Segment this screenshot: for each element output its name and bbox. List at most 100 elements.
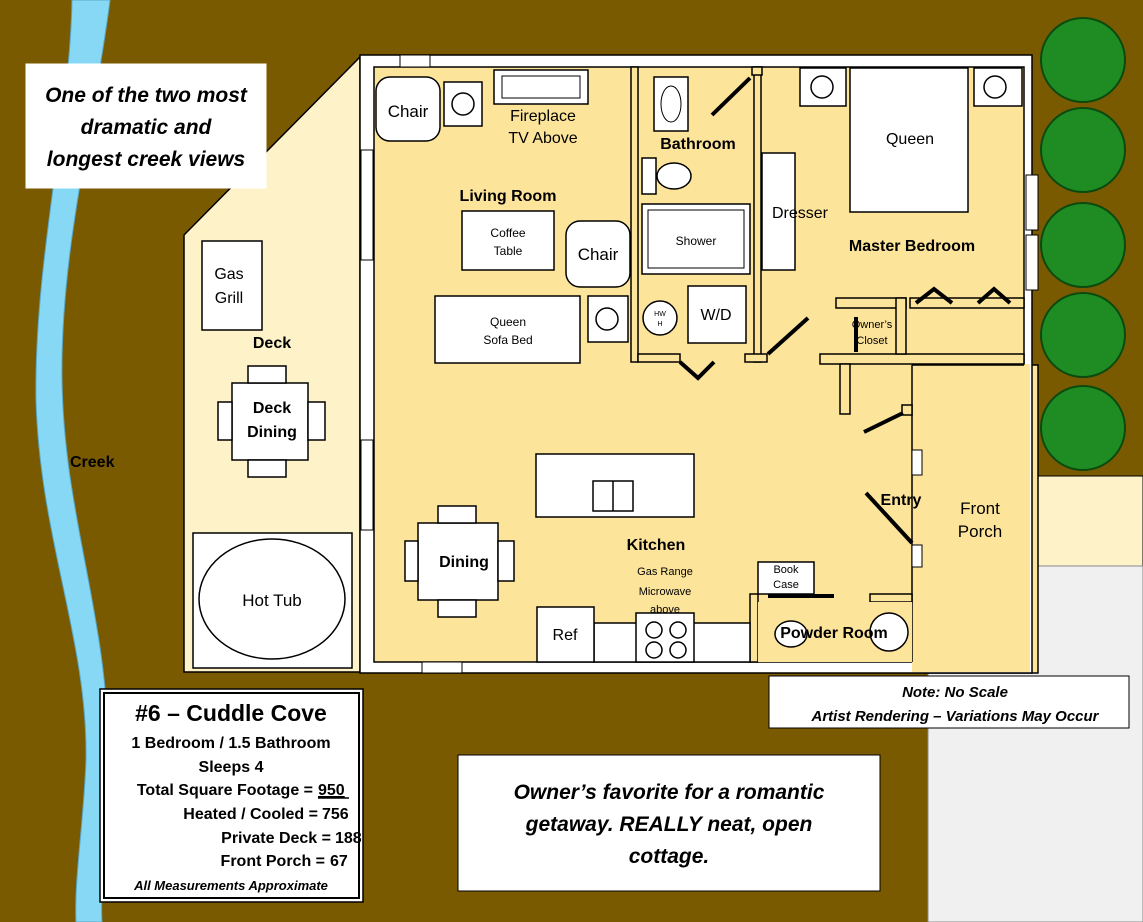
owner-favorite-text: cottage. — [629, 845, 710, 868]
lamp-icon — [595, 307, 619, 331]
wall — [839, 363, 851, 415]
gas-range-label: above — [650, 604, 680, 616]
deck-dining-label: Dining — [247, 424, 297, 441]
front-porch-label: Front — [960, 499, 1000, 518]
dining-chair — [497, 540, 515, 582]
note-text: Note: No Scale — [902, 684, 1008, 701]
owners-closet-label: Closet — [856, 335, 887, 347]
queen-bed-label: Queen — [886, 131, 934, 148]
bush — [1040, 107, 1126, 193]
creek — [35, 0, 111, 922]
wall — [753, 66, 762, 363]
burners — [645, 621, 687, 659]
living-room-label: Living Room — [460, 188, 557, 205]
wall — [819, 353, 1025, 365]
side-path — [1037, 475, 1143, 567]
dresser — [761, 152, 796, 271]
dining-label: Dining — [439, 554, 489, 571]
ref-label: Ref — [553, 627, 578, 644]
chair-label: Chair — [388, 102, 429, 121]
door-swing — [863, 411, 904, 434]
chair-living-2 — [565, 220, 631, 288]
gas-grill — [201, 240, 263, 331]
deck-dining-chair — [217, 401, 233, 441]
master-bedroom-label: Master Bedroom — [849, 238, 975, 255]
sofa-bed — [434, 295, 581, 364]
washer-dryer — [687, 285, 747, 344]
dining-chair — [437, 599, 477, 618]
lamp-icon — [810, 75, 834, 99]
hot-tub-label: Hot Tub — [242, 591, 302, 610]
shower-pan — [647, 209, 745, 269]
info-heated-value: 756 — [322, 806, 349, 823]
deck-dining-label: Deck — [253, 400, 291, 417]
wall — [751, 66, 763, 76]
info-porch-value: 67 — [330, 853, 348, 870]
window — [911, 449, 923, 476]
info-box — [103, 692, 360, 899]
info-porch-label: Front Porch = — [221, 853, 325, 870]
window — [360, 149, 374, 261]
door-swing — [710, 76, 752, 117]
water-heater-label: H — [657, 321, 662, 328]
info-sleeps: Sleeps 4 — [199, 759, 264, 776]
gas-range-label: Gas Range — [637, 566, 693, 578]
fireplace-label: TV Above — [508, 130, 577, 147]
creek-view-callout — [25, 63, 267, 189]
book-case — [757, 561, 815, 595]
sofa-bed-label: Queen — [490, 315, 526, 329]
deck-dining-chair — [247, 459, 287, 478]
tub-basin — [660, 85, 682, 123]
hot-tub — [198, 538, 346, 660]
deck-dining-set — [217, 365, 326, 478]
fireplace — [493, 69, 589, 105]
creek-view-text: One of the two most — [45, 84, 248, 107]
bush — [1040, 17, 1126, 103]
powder-room-label: Powder Room — [780, 625, 888, 642]
wall — [637, 353, 681, 363]
door-swing — [864, 491, 914, 545]
lamp-icon — [983, 75, 1007, 99]
wall — [901, 404, 913, 416]
entry-label: Entry — [881, 492, 922, 509]
book-case-label: Book — [773, 564, 799, 576]
interior-walls — [630, 66, 1025, 663]
bush — [1040, 292, 1126, 378]
gas-grill-label: Grill — [215, 290, 243, 307]
window — [399, 54, 431, 68]
info-heated-label: Heated / Cooled = — [183, 806, 318, 823]
dining-chair — [437, 505, 477, 524]
chair-label: Chair — [578, 245, 619, 264]
creek-view-text: dramatic and — [81, 116, 213, 139]
washer-dryer-label: W/D — [700, 307, 731, 324]
owners-closet-label: Owner’s — [852, 319, 893, 331]
burner-icon — [669, 641, 687, 659]
windows — [360, 54, 1039, 674]
powder-room-toilet — [774, 620, 808, 648]
front-porch-label: Porch — [958, 522, 1002, 541]
dresser-label: Dresser — [772, 205, 829, 222]
wall — [909, 297, 1025, 309]
window — [421, 661, 463, 674]
toilet-bowl — [656, 162, 692, 190]
door-swing — [976, 286, 1012, 305]
owner-favorite-callout — [457, 754, 881, 892]
bush — [1040, 385, 1126, 471]
creek-label: Creek — [70, 454, 115, 471]
shower-label: Shower — [676, 234, 717, 248]
window — [360, 439, 374, 531]
shower — [641, 203, 751, 275]
side-table — [587, 295, 629, 343]
deck-dining-chair — [247, 365, 287, 384]
burner-icon — [669, 621, 687, 639]
window — [1025, 234, 1039, 291]
coffee-table-label: Coffee — [490, 226, 525, 240]
info-deck-label: Private Deck = — [221, 830, 331, 847]
water-heater — [642, 300, 678, 336]
wall — [895, 297, 907, 355]
queen-bed — [849, 67, 969, 213]
deck-dining-chair — [307, 401, 326, 441]
gas-range-label: Microwave — [639, 586, 692, 598]
book-case-label: Case — [773, 579, 799, 591]
info-footnote: All Measurements Approximate — [133, 878, 328, 893]
